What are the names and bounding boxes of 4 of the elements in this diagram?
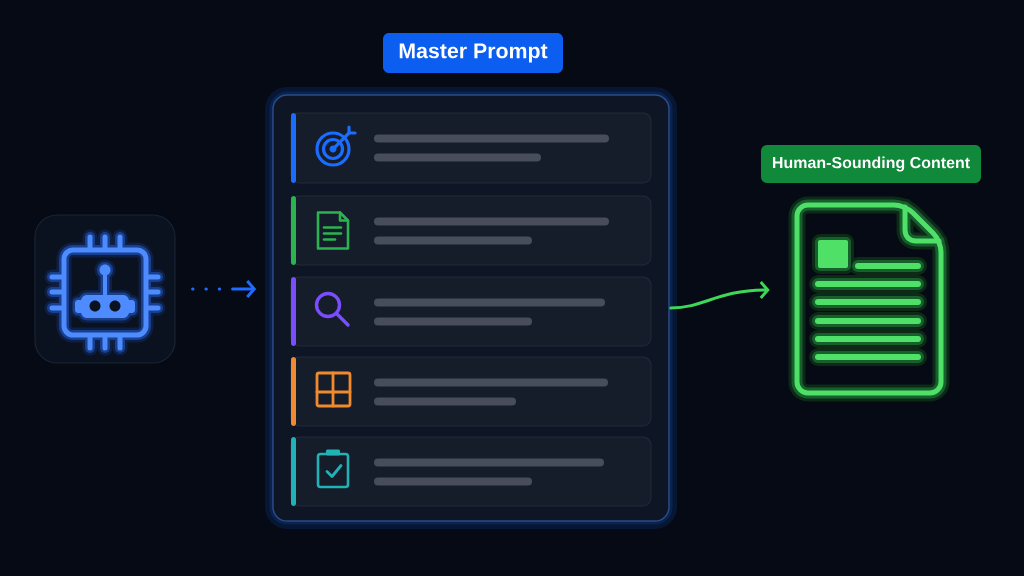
dotted-arrow xyxy=(191,280,257,298)
curved-arrow xyxy=(669,281,770,310)
heading-tag: Master Prompt xyxy=(383,33,563,73)
heading-tag: Human-Sounding Content xyxy=(761,145,981,183)
